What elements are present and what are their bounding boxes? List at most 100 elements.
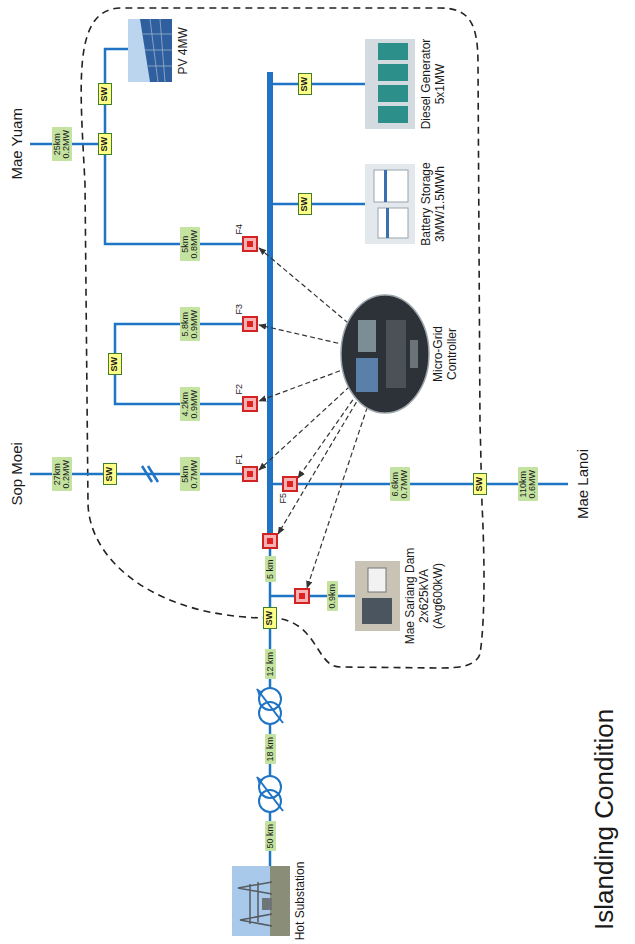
switch-box: SW — [98, 83, 112, 106]
breaker-core — [267, 538, 273, 544]
feeder-tag: 25km 0.2MW — [52, 127, 73, 162]
breaker-core — [287, 481, 293, 487]
switch-label: SW — [109, 357, 119, 372]
container-stripe — [386, 208, 389, 238]
photo-ground — [365, 39, 415, 129]
photo-label: Diesel Generator 5x1MW — [420, 32, 448, 137]
distance-tag: 12 km — [265, 649, 276, 680]
controller-node: Micro-Grid Controller — [340, 294, 460, 414]
photo-label: Mae Sariang Dam 2x625kVA (Avg600kW) — [404, 537, 445, 655]
distance-tag: 5 km — [265, 556, 276, 582]
feeder-id: F2 — [234, 384, 244, 395]
feeder-id: F3 — [234, 304, 244, 315]
switch-label: SW — [299, 197, 309, 212]
breaker-core — [299, 593, 305, 599]
breaker-core — [247, 241, 253, 247]
photo-label: Battery Storage 3MW/1.5MWh — [420, 152, 448, 257]
distance-tag: 50 km — [265, 821, 276, 852]
main-bus — [267, 72, 273, 534]
switch-box: SW — [263, 607, 277, 630]
switch-label: SW — [264, 611, 274, 626]
breaker-core — [247, 401, 253, 407]
battery-container — [374, 170, 408, 202]
feeder-tag: 6.6km 0.7MW — [390, 467, 411, 502]
battery-container — [378, 208, 408, 238]
place-name: Sop Moei — [8, 442, 25, 505]
feeder-tag: 5.8km 0.9MW — [180, 307, 201, 342]
pv-photo — [128, 19, 172, 82]
control-panel — [362, 598, 392, 624]
control-link — [307, 354, 385, 588]
controller-screen — [358, 320, 376, 352]
control-link — [298, 354, 385, 478]
switch-label: SW — [99, 87, 109, 102]
photo-label: PV 4MW — [177, 27, 191, 74]
feeder-tag: 5km 0.7MW — [180, 457, 201, 492]
feeder-wires — [30, 49, 568, 866]
feeder-tag: 110km 0.6MW — [518, 467, 539, 502]
photo-tower — [238, 882, 272, 926]
breaker-symbol — [243, 467, 257, 481]
diesel-photo — [365, 39, 415, 129]
photo-equipment — [262, 898, 272, 910]
photo-ground — [365, 164, 415, 244]
photo-sky — [232, 866, 290, 936]
controller-desk — [410, 340, 418, 368]
breaker-core — [247, 471, 253, 477]
photo-room — [355, 561, 400, 631]
tap-changer — [257, 777, 283, 811]
switch-box: SW — [108, 353, 122, 376]
battery-photo — [365, 164, 415, 244]
feeder-id: F5 — [278, 493, 288, 504]
feeder-id: F4 — [234, 224, 244, 235]
generator-unit — [378, 85, 408, 102]
feeder-id: F1 — [234, 454, 244, 465]
battery-wire — [273, 203, 365, 206]
switch-box: SW — [103, 463, 117, 486]
controller-screen — [356, 358, 378, 392]
breaker-core — [247, 241, 305, 599]
switch-label: SW — [99, 137, 109, 152]
controller-photo — [340, 294, 430, 414]
place-name: Mae Lanoi — [574, 449, 591, 519]
panel-board — [368, 568, 386, 592]
breaker-symbol — [295, 589, 309, 603]
switch-box: SW — [473, 473, 487, 496]
dam-photo — [355, 561, 400, 631]
generator-unit — [378, 106, 408, 123]
switch-box: SW — [98, 133, 112, 156]
distance-tag: 18 km — [265, 734, 276, 765]
distance-tag: 0.9km — [327, 581, 338, 612]
break-mark — [142, 466, 158, 482]
feeder-tag: 5km 0.8MW — [180, 227, 201, 262]
switch-label: SW — [474, 477, 484, 492]
controller-links — [259, 248, 385, 588]
dam-wire — [270, 595, 355, 598]
container-stripe — [384, 170, 387, 202]
breaker-symbol — [243, 317, 257, 331]
diesel-wire — [273, 83, 365, 86]
switch-label: SW — [104, 467, 114, 482]
island-boundary — [81, 8, 484, 668]
panel-grid — [143, 19, 172, 82]
breaker-symbol — [243, 237, 309, 603]
place-name: Hot Substation — [294, 861, 308, 941]
switch-label: SW — [299, 77, 309, 92]
breaker-symbol — [283, 477, 297, 491]
transformer-symbol — [257, 688, 283, 812]
switch-box: SW — [298, 193, 312, 216]
control-link — [259, 354, 385, 470]
breaker-symbol — [243, 237, 257, 251]
generator-unit — [378, 64, 408, 81]
feeder-tag: 27km 0.2MW — [52, 457, 73, 492]
substation-photo — [232, 866, 290, 936]
switch-box: SW — [298, 73, 312, 96]
control-link — [278, 354, 385, 534]
controller-desk — [386, 320, 406, 388]
controller-label: Micro-Grid Controller — [432, 312, 460, 396]
controller-outline — [341, 295, 429, 413]
breaker-core — [247, 321, 253, 327]
